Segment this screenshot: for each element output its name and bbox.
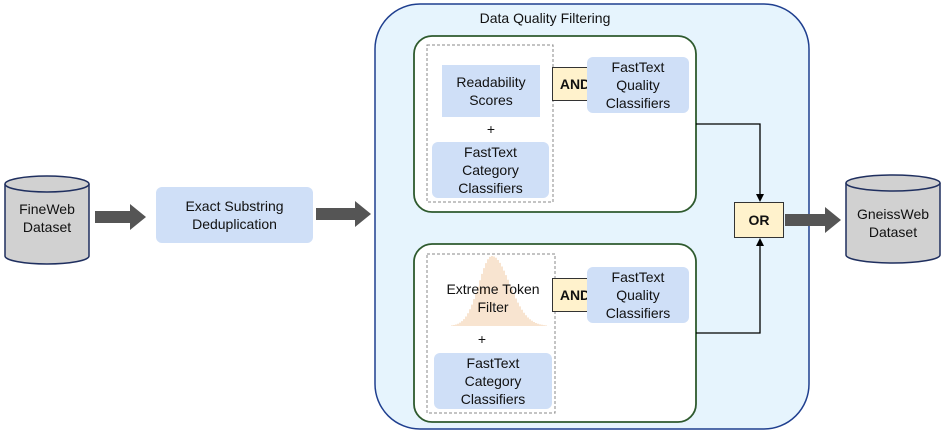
top-dashed-box bbox=[426, 44, 554, 203]
top-category-box: FastText Category Classifiers bbox=[432, 142, 549, 198]
top-quality-box: FastText Quality Classifiers bbox=[587, 57, 689, 113]
fineweb-database-icon bbox=[4, 175, 90, 265]
input-database-label: FineWeb Dataset bbox=[19, 201, 75, 235]
arrow-db-to-dedup bbox=[95, 204, 146, 230]
token-distribution-icon bbox=[451, 256, 547, 326]
output-database-label: GneissWeb Dataset bbox=[856, 206, 930, 240]
bottom-to-or-arrowhead bbox=[756, 238, 764, 246]
bottom-category-box: FastText Category Classifiers bbox=[434, 353, 552, 409]
bottom-filter-label: Extreme Token Filter bbox=[446, 281, 540, 315]
dedup-box: Exact Substring Deduplication bbox=[156, 187, 313, 243]
top-plus-sign: + bbox=[486, 121, 496, 137]
bottom-dashed-box bbox=[426, 253, 556, 414]
arrow-dedup-to-filtering bbox=[316, 201, 371, 227]
gneissweb-database-icon bbox=[845, 174, 941, 264]
bottom-plus-sign: + bbox=[477, 331, 487, 347]
top-to-or-arrowhead bbox=[756, 194, 764, 202]
or-gate: OR bbox=[734, 202, 784, 238]
bottom-quality-box: FastText Quality Classifiers bbox=[587, 267, 689, 323]
bottom-to-or-connector bbox=[696, 244, 761, 334]
top-filter-box: Readability Scores bbox=[442, 65, 540, 117]
arrow-or-to-output bbox=[785, 207, 841, 233]
top-to-or-connector bbox=[696, 123, 761, 196]
panel-title: Data Quality Filtering bbox=[479, 10, 611, 26]
